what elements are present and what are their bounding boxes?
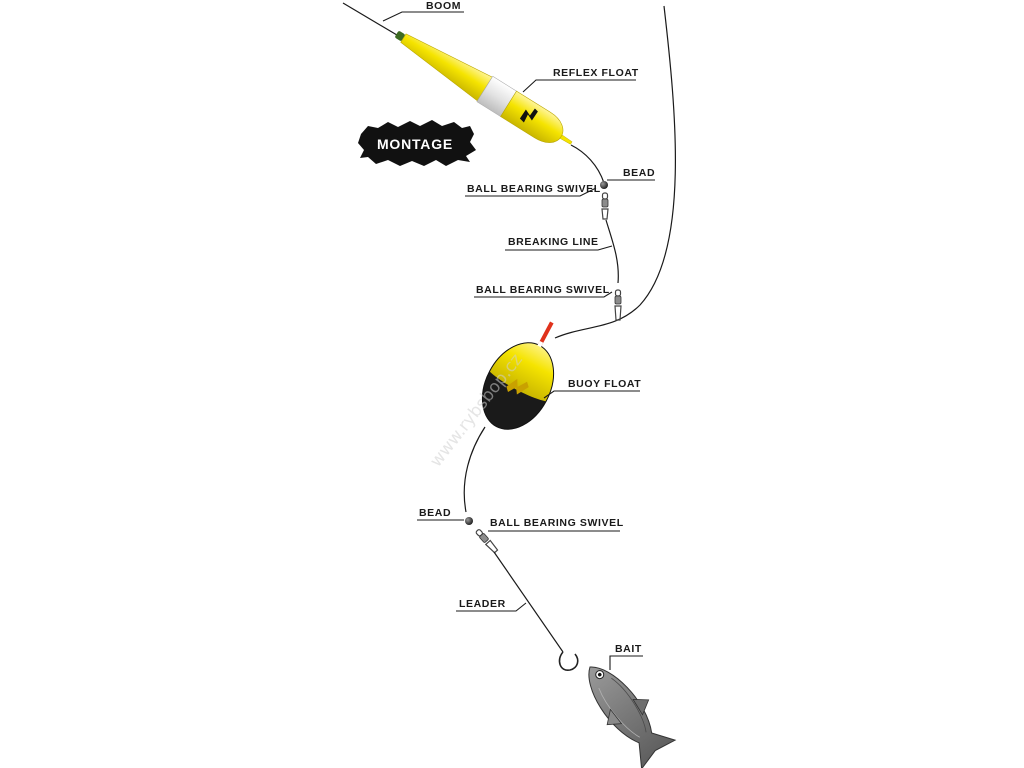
buoy-logo-icon bbox=[506, 378, 529, 395]
label-bead-top: BEAD bbox=[623, 167, 655, 179]
bait-leader bbox=[609, 655, 643, 670]
label-buoy-float: BUOY FLOAT bbox=[568, 378, 641, 390]
float-tip bbox=[395, 31, 405, 41]
label-bait: BAIT bbox=[615, 643, 642, 655]
label-breaking-line: BREAKING LINE bbox=[508, 236, 599, 248]
boom-leader bbox=[382, 11, 464, 22]
main-line bbox=[554, 5, 676, 339]
buoy-float bbox=[468, 321, 568, 442]
buoy-float-leader bbox=[543, 390, 640, 399]
label-leader: LEADER bbox=[459, 598, 506, 610]
float-body bbox=[400, 33, 493, 102]
swivel-mid-leader bbox=[474, 291, 613, 298]
swivel-top-icon bbox=[601, 192, 609, 220]
breaking-line-segment bbox=[605, 219, 619, 284]
bead-top bbox=[600, 181, 608, 189]
bead-bottom bbox=[465, 517, 473, 525]
swivel-bottom-icon bbox=[475, 529, 499, 554]
hook-icon bbox=[558, 651, 579, 671]
bait-fish-icon bbox=[588, 666, 677, 768]
label-bead-bottom: BEAD bbox=[419, 507, 451, 519]
float-base bbox=[500, 90, 564, 143]
label-swivel-top: BALL BEARING SWIVEL bbox=[467, 183, 601, 195]
reflex-float bbox=[395, 31, 573, 145]
breaking-line-leader bbox=[505, 245, 613, 251]
label-swivel-mid: BALL BEARING SWIVEL bbox=[476, 284, 610, 296]
montage-title: MONTAGE bbox=[377, 136, 453, 152]
reflex-float-leader bbox=[522, 79, 636, 93]
swivel-top-leader bbox=[465, 187, 597, 197]
leader-line-segment bbox=[493, 551, 564, 653]
float-line bbox=[570, 144, 605, 184]
buoy-line bbox=[463, 426, 486, 513]
float-logo-icon bbox=[519, 108, 538, 123]
label-reflex-float: REFLEX FLOAT bbox=[553, 67, 639, 79]
label-boom: BOOM bbox=[426, 0, 461, 12]
boom-line bbox=[342, 2, 403, 39]
buoy-antenna bbox=[537, 321, 554, 347]
swivel-mid-icon bbox=[614, 289, 622, 321]
label-swivel-bottom: BALL BEARING SWIVEL bbox=[490, 517, 624, 529]
montage-badge: MONTAGE bbox=[358, 120, 476, 166]
leader-label-leader bbox=[456, 602, 527, 612]
